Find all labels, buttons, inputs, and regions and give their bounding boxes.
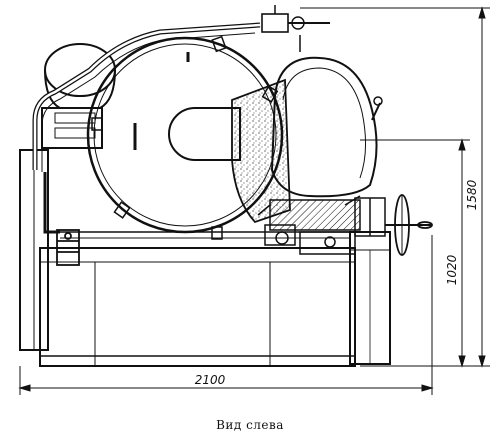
dim-overall-width	[18, 235, 434, 395]
pump-unit	[56, 229, 80, 266]
dim-axis-height	[360, 138, 470, 368]
drawing-caption: Вид слева	[216, 418, 284, 432]
base-frame	[19, 149, 391, 367]
dim-overall-width-label: 2100	[195, 373, 226, 387]
dim-overall-height-label: 1580	[465, 179, 479, 210]
dim-axis-height-label: 1020	[445, 254, 459, 285]
gear-mechanism	[257, 195, 386, 255]
handwheel	[385, 194, 433, 256]
dim-overall-height	[300, 6, 490, 368]
